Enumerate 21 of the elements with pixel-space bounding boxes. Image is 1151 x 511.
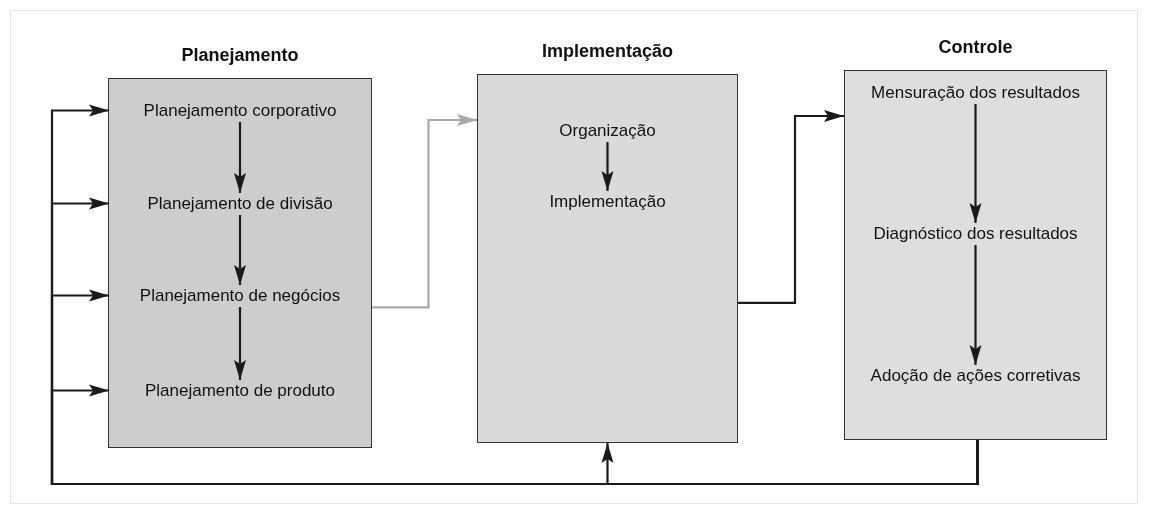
arrow [969, 104, 982, 223]
step-text: Planejamento de divisão [109, 194, 371, 213]
arrow [601, 142, 614, 191]
step-text: Implementação [478, 192, 737, 211]
stage-heading: Planejamento [180, 45, 300, 66]
arrow [372, 114, 477, 309]
step-text: Organização [478, 121, 737, 140]
step-text: Planejamento de negócios [109, 286, 371, 305]
step-text: Planejamento de produto [109, 381, 371, 400]
step-text: Planejamento corporativo [109, 101, 371, 120]
arrow [601, 440, 979, 486]
arrow [234, 122, 246, 193]
stage-heading: Implementação [540, 41, 674, 62]
arrow [234, 307, 246, 380]
arrow [234, 215, 246, 285]
step-text: Adoção de ações corretivas [845, 366, 1106, 385]
arrow [738, 110, 844, 304]
arrow [969, 245, 982, 365]
step-text: Diagnóstico dos resultados [845, 224, 1106, 243]
step-text: Mensuração dos resultados [845, 83, 1106, 102]
stage-heading: Controle [937, 37, 1014, 58]
